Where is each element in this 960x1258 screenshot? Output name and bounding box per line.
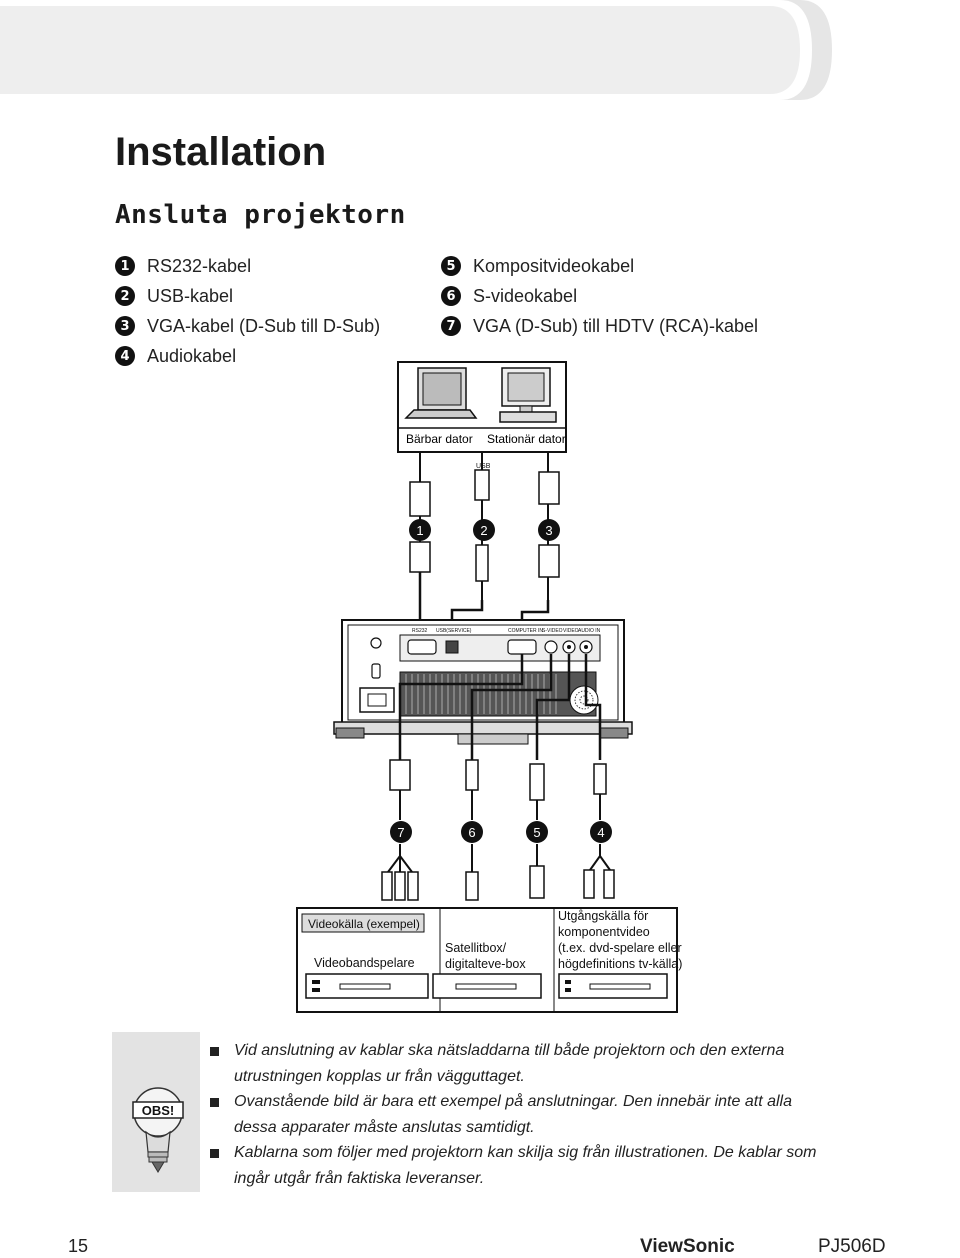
badge-1: 1: [416, 523, 423, 538]
comp-label-line1: Utgångskälla för: [558, 909, 648, 923]
source-group-label: Videokälla (exempel): [308, 917, 420, 931]
stb-label-line1: Satellitbox/: [445, 941, 507, 955]
number-badge: 6: [441, 286, 461, 306]
bullet-square-icon: [210, 1047, 219, 1056]
port-label-rs232: RS232: [412, 628, 428, 634]
badge-7: 7: [397, 825, 404, 840]
legend-label: USB-kabel: [147, 285, 234, 306]
projector: RS232 USB(SERVICE) COMPUTER IN S-VIDEO V…: [333, 619, 633, 745]
top-cable-number-badges: 1 2 3: [409, 519, 560, 541]
legend-label: S-videokabel: [473, 285, 578, 306]
legend-label: VGA-kabel (D-Sub till D-Sub): [147, 315, 381, 336]
usb-port-label: USB: [476, 463, 491, 470]
note-list: Vid anslutning av kablar ska nätsladdarn…: [208, 1038, 838, 1191]
legend-label: Audiokabel: [147, 345, 237, 366]
port-label-svideo: S-VIDEO: [542, 628, 563, 634]
legend-item: 4 Audiokabel: [115, 341, 380, 371]
page-number: 15: [68, 1236, 89, 1256]
legend-item: 7 VGA (D-Sub) till HDTV (RCA)-kabel: [441, 311, 758, 341]
number-badge: 2: [115, 286, 135, 306]
note-item: Ovanstående bild är bara ett exempel på …: [208, 1089, 838, 1140]
laptop-icon: [404, 367, 478, 419]
video-source-box: Videokälla (exempel) Videobandspelare Sa…: [296, 907, 682, 1013]
computer-box: Bärbar dator Stationär dator: [397, 361, 567, 453]
note-text: Kablarna som följer med projektorn kan s…: [234, 1144, 817, 1187]
legend-label: RS232-kabel: [147, 255, 252, 276]
dvd-player-icon: [558, 973, 668, 999]
brand-name: ViewSonic: [640, 1236, 735, 1257]
comp-label-line3: (t.ex. dvd-spelare eller: [558, 941, 682, 955]
laptop-label: Bärbar dator: [406, 432, 473, 446]
number-badge: 3: [115, 316, 135, 336]
note-text: Vid anslutning av kablar ska nätsladdarn…: [234, 1042, 785, 1085]
model-name: PJ506D: [818, 1236, 886, 1257]
cable-legend-right: 5 Kompositvideokabel 6 S-videokabel 7 VGA (…: [441, 251, 758, 341]
legend-item: 3 VGA-kabel (D-Sub till D-Sub): [115, 311, 380, 341]
note-panel: [200, 1032, 846, 1192]
comp-label-line4: högdefinitions tv-källa): [558, 957, 682, 971]
note-box: OBS! Vid anslutning av kablar ska nätsla…: [112, 1032, 846, 1192]
legend-item: 6 S-videokabel: [441, 281, 758, 311]
number-badge: 1: [115, 256, 135, 276]
section-title: Ansluta projektorn: [115, 200, 406, 230]
set-top-box-icon: [432, 973, 542, 999]
connection-diagram: Bärbar dator Stationär dator USB 1 2 3: [296, 361, 682, 1013]
note-item: Kablarna som följer med projektorn kan s…: [208, 1140, 838, 1191]
desktop-label: Stationär dator: [487, 432, 566, 446]
number-badge: 7: [441, 316, 461, 336]
badge-3: 3: [545, 523, 552, 538]
note-text: Ovanstående bild är bara ett exempel på …: [234, 1093, 792, 1136]
badge-6: 6: [468, 825, 475, 840]
bullet-square-icon: [210, 1149, 219, 1158]
bottom-cable-number-badges: 7 6 5 4: [390, 821, 612, 843]
top-cables: USB: [409, 452, 560, 620]
badge-5: 5: [533, 825, 540, 840]
bottom-cable-routes: [398, 654, 602, 760]
legend-label: Kompositvideokabel: [473, 255, 635, 276]
header-band: [0, 0, 832, 100]
lightbulb-note-icon: OBS!: [132, 1087, 184, 1173]
legend-item: 5 Kompositvideokabel: [441, 251, 758, 281]
note-icon-text: OBS!: [142, 1103, 175, 1118]
number-badge: 5: [441, 256, 461, 276]
vcr-label: Videobandspelare: [314, 956, 415, 970]
comp-label-line2: komponentvideo: [558, 925, 650, 939]
legend-label: VGA (D-Sub) till HDTV (RCA)-kabel: [473, 315, 759, 336]
badge-2: 2: [480, 523, 487, 538]
bullet-square-icon: [210, 1098, 219, 1107]
port-label-computer: COMPUTER IN: [508, 628, 543, 634]
page-title: Installation: [115, 130, 327, 174]
note-item: Vid anslutning av kablar ska nätsladdarn…: [208, 1038, 838, 1089]
bottom-connectors: [381, 759, 615, 901]
badge-4: 4: [597, 825, 604, 840]
number-badge: 4: [115, 346, 135, 366]
legend-item: 2 USB-kabel: [115, 281, 380, 311]
port-label-video: VIDEO: [563, 628, 579, 634]
vcr-device-icon: [305, 973, 429, 999]
stb-label-line2: digitalteve-box: [445, 957, 526, 971]
port-label-usb: USB(SERVICE): [436, 628, 472, 634]
port-label-audio: AUDIO IN: [578, 628, 601, 634]
cable-legend-left: 1 RS232-kabel 2 USB-kabel 3 VGA-kabel (D-Su…: [115, 251, 380, 371]
legend-item: 1 RS232-kabel: [115, 251, 380, 281]
desktop-monitor-icon: [499, 367, 557, 423]
